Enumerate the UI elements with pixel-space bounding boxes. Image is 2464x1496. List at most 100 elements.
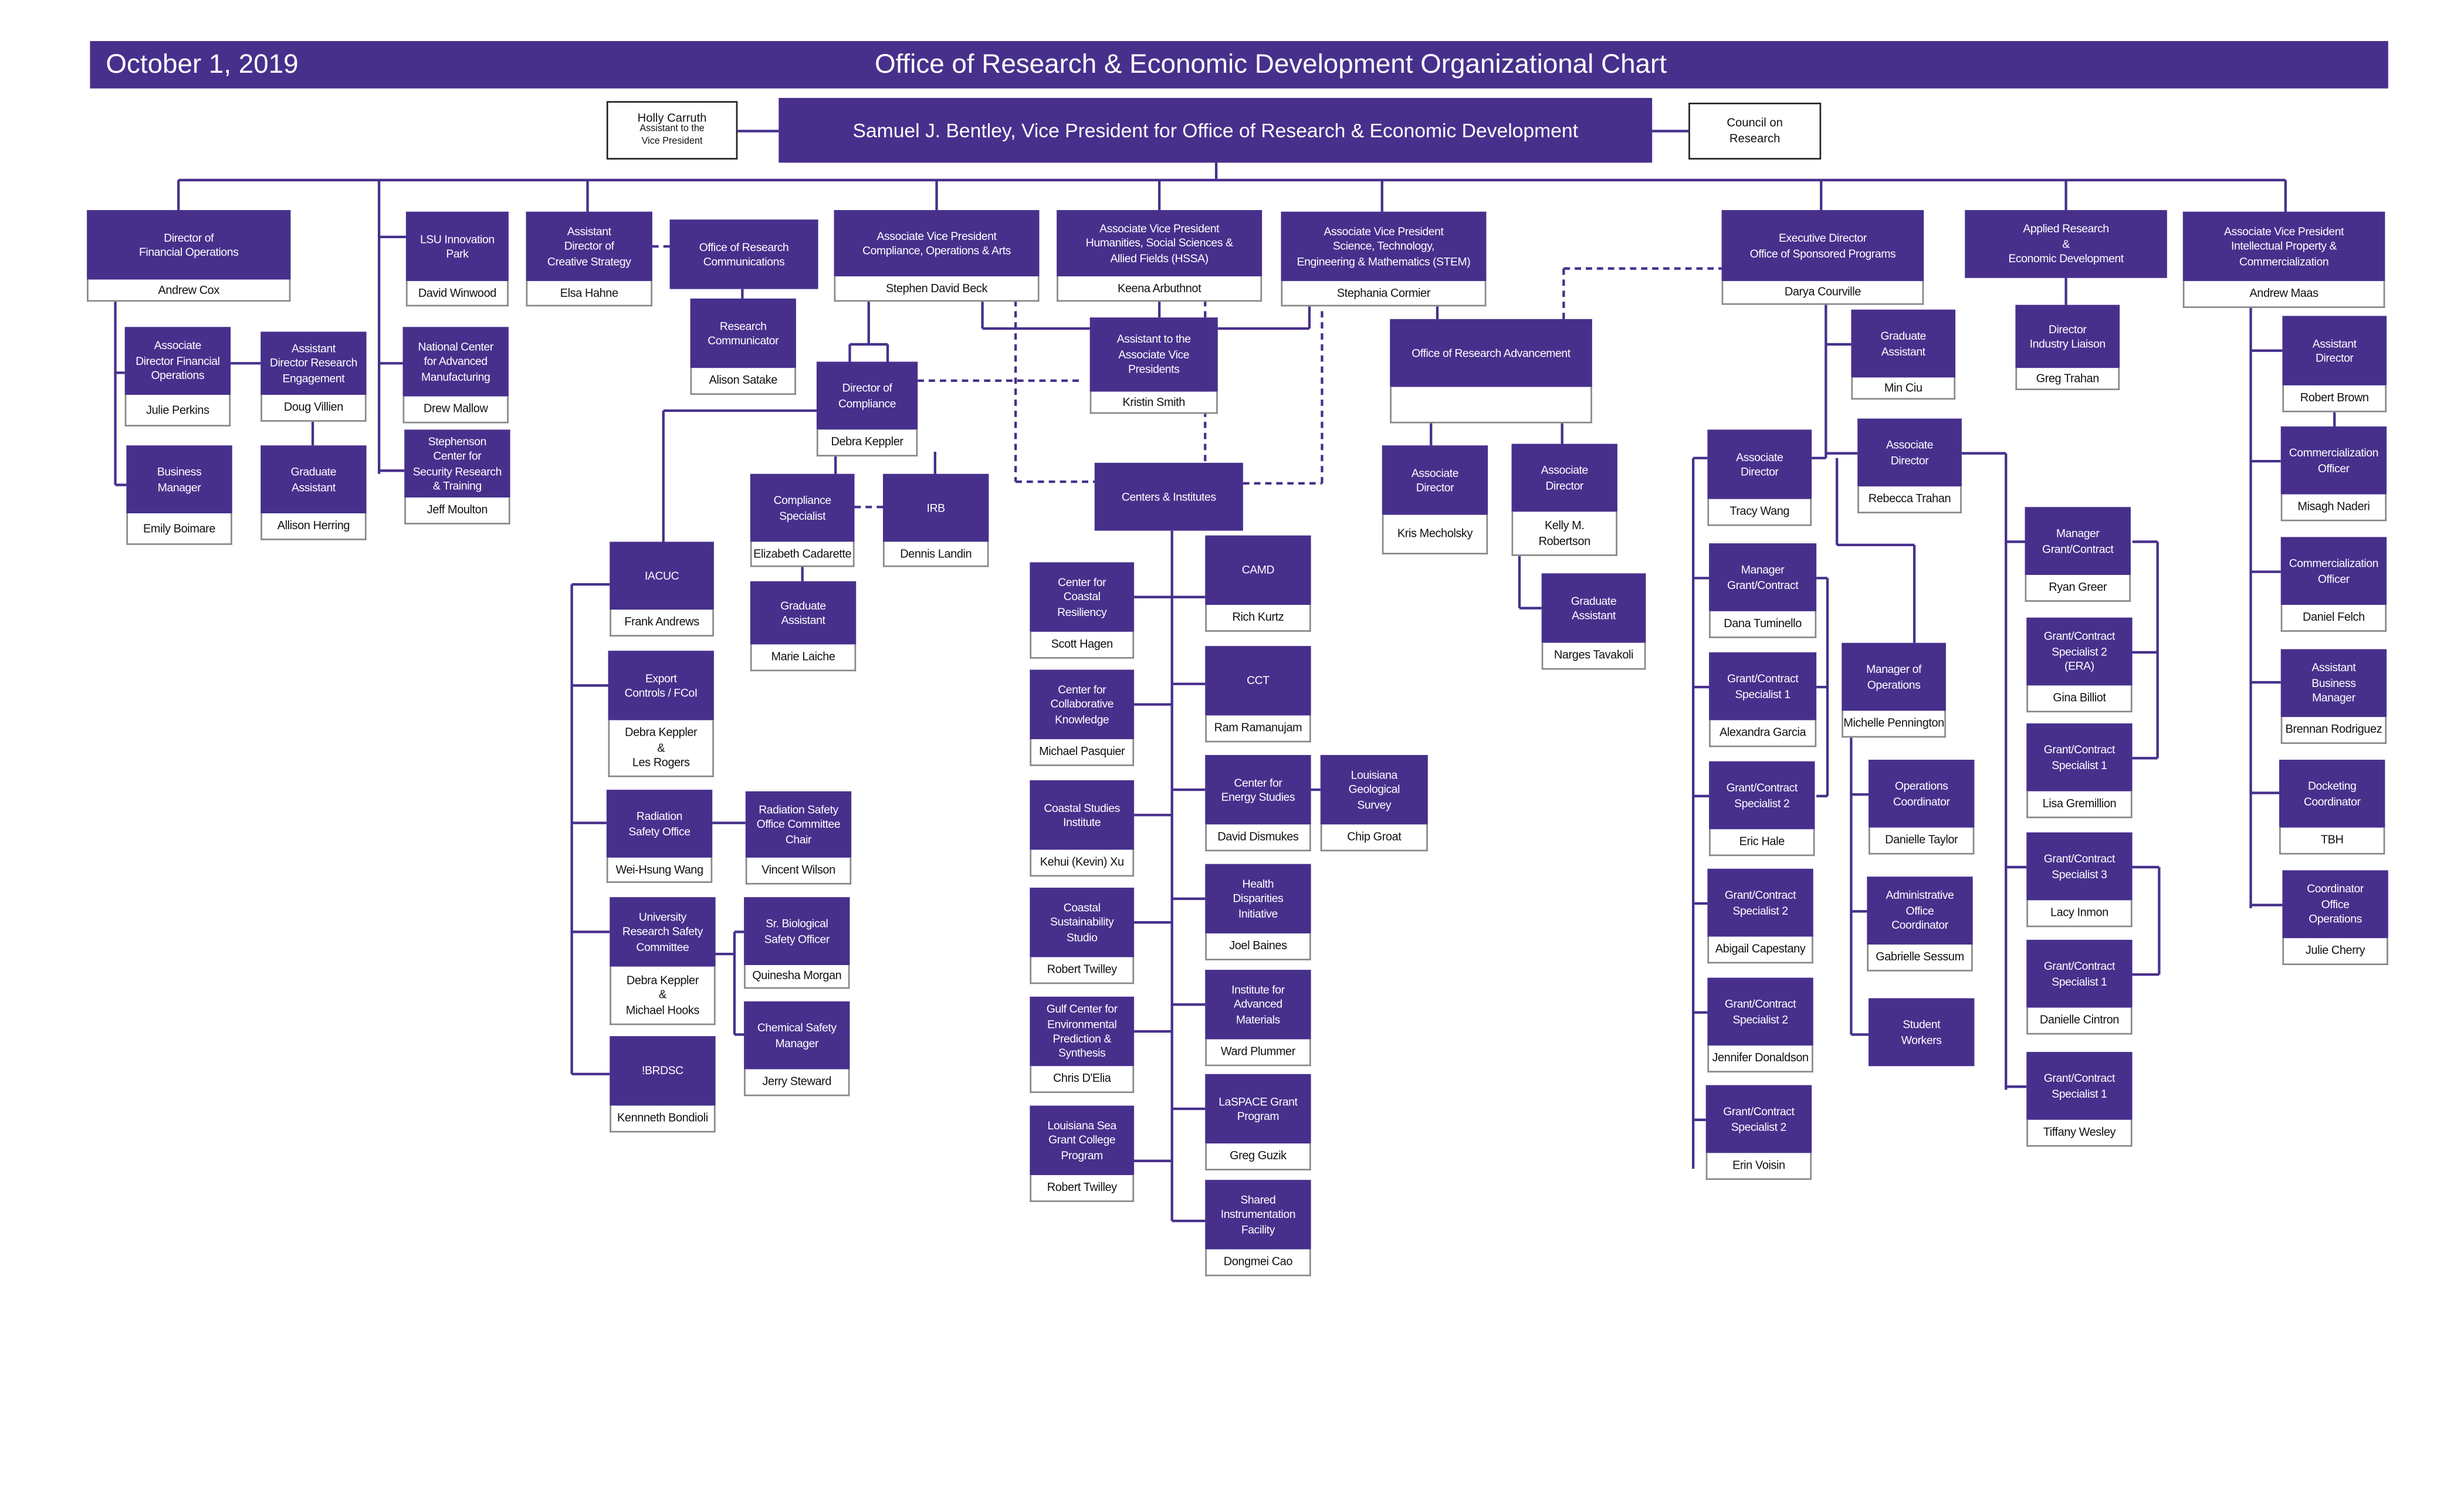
person-name: Debra Keppler <box>816 429 918 457</box>
position-title: Grant/Contract Specialist 3 <box>2026 832 2133 901</box>
person-name: Lisa Gremillion <box>2026 791 2133 818</box>
person-name: Erin Voisin <box>1705 1153 1812 1180</box>
position-title: Coordinator Office Operations <box>2282 870 2388 939</box>
position-title: Associate Vice President Intellectual Pr… <box>2182 211 2385 282</box>
person-name: Chris D'Elia <box>1030 1066 1135 1094</box>
position-title: Associate Vice President Science, Techno… <box>1281 211 1487 282</box>
position-title: Office of Research Advancement <box>1390 319 1592 387</box>
person-name: David Dismukes <box>1205 824 1311 852</box>
person-name: Tracy Wang <box>1707 499 1812 526</box>
person-name: Michael Pasquier <box>1030 739 1135 766</box>
position-title: Center for Collaborative Knowledge <box>1030 669 1135 739</box>
person-name: Alexandra Garcia <box>1709 720 1817 747</box>
person-name: David Winwood <box>405 281 509 307</box>
assistant-name: Holly Carruth <box>637 111 707 126</box>
position-title: Commercialization Officer <box>2280 426 2387 495</box>
person-name: Dennis Landin <box>882 541 989 567</box>
person-name: Elsa Hahne <box>526 281 652 307</box>
person-name: Stephania Cormier <box>1281 281 1487 307</box>
position-title: Center for Coastal Resiliency <box>1030 562 1135 632</box>
org-node-asst-avp: Assistant to the Associate Vice Presiden… <box>1089 317 1218 414</box>
person-name: Frank Andrews <box>610 610 714 637</box>
org-node-gc-gina: Grant/Contract Specialist 2 (ERA)Gina Bi… <box>2026 617 2133 713</box>
position-title: Graduate Assistant <box>750 581 857 645</box>
position-title: Director of Compliance <box>816 361 918 430</box>
position-title: Executive Director Office of Sponsored P… <box>1721 210 1924 282</box>
position-title: IACUC <box>610 541 714 610</box>
position-title: Graduate Assistant <box>1851 309 1956 378</box>
position-title: Associate Director <box>1857 418 1962 487</box>
assistant-role: Assistant to the Vice President <box>639 125 705 147</box>
person-name: Greg Trahan <box>2015 368 2120 390</box>
position-title: LaSPACE Grant Program <box>1205 1074 1311 1144</box>
person-name <box>1390 387 1592 424</box>
person-name: Ram Ramanujam <box>1205 715 1311 743</box>
position-title: Manager Grant/Contract <box>2025 507 2131 575</box>
org-node-students: Student Workers <box>1868 998 1975 1067</box>
assistant-to-vp-box: Holly Carruth Assistant to the Vice Pres… <box>606 101 738 160</box>
position-title: Institute for Advanced Materials <box>1205 970 1311 1040</box>
position-title: Gulf Center for Environmental Prediction… <box>1030 996 1135 1067</box>
person-name: Brennan Rodriguez <box>2280 717 2387 744</box>
person-name: Kris Mecholsky <box>1382 515 1488 554</box>
position-title: Manager of Operations <box>1842 642 1946 711</box>
position-title: Export Controls / FCoI <box>608 651 714 720</box>
position-title: Graduate Assistant <box>260 445 367 513</box>
position-title: Grant/Contract Specialist 2 <box>1707 868 1813 937</box>
position-title: Assistant Director Research Engagement <box>260 331 367 395</box>
org-node-avp-hssa: Associate Vice President Humanities, Soc… <box>1057 210 1263 302</box>
org-node-avp-ip: Associate Vice President Intellectual Pr… <box>2182 211 2385 308</box>
person-name: Debra Keppler & Les Rogers <box>608 720 714 777</box>
position-title: Applied Research & Economic Development <box>1965 210 2167 278</box>
person-name: Gina Billiot <box>2026 685 2133 713</box>
org-node-ora: Office of Research Advancement <box>1390 319 1592 424</box>
person-name: Wei-Hsung Wang <box>606 857 713 883</box>
org-node-gulf: Gulf Center for Environmental Prediction… <box>1030 996 1135 1094</box>
position-title: LSU Innovation Park <box>405 211 509 282</box>
position-title: Business Manager <box>126 445 232 513</box>
person-name: Kennneth Bondioli <box>610 1105 716 1133</box>
position-title: Director Industry Liaison <box>2015 304 2120 368</box>
person-name: Julie Perkins <box>124 395 231 427</box>
person-name: Michelle Pennington <box>1842 710 1946 738</box>
person-name: Chip Groat <box>1320 824 1428 852</box>
position-title: Assistant Director <box>2282 316 2387 385</box>
position-title: Grant/Contract Specialist 1 <box>2026 939 2133 1008</box>
position-title: Centers & Institutes <box>1094 462 1243 531</box>
org-node-centers: Centers & Institutes <box>1094 462 1243 531</box>
position-title: Associate Director <box>1511 444 1617 512</box>
position-title: Student Workers <box>1868 998 1975 1067</box>
position-title: Radiation Safety Office Committee Chair <box>745 791 852 858</box>
person-name: Vincent Wilson <box>745 857 852 885</box>
person-name: Rebecca Trahan <box>1857 486 1962 513</box>
org-node-stephenson: Stephenson Center for Security Research … <box>404 429 510 524</box>
person-name: Jerry Steward <box>744 1069 850 1096</box>
person-name: Quinesha Morgan <box>744 964 850 989</box>
person-name: Ward Plummer <box>1205 1039 1311 1067</box>
position-title: Assistant Business Manager <box>2280 649 2387 717</box>
person-name: Lacy Inmon <box>2026 900 2133 928</box>
person-name: Min Ciu <box>1851 377 1956 400</box>
